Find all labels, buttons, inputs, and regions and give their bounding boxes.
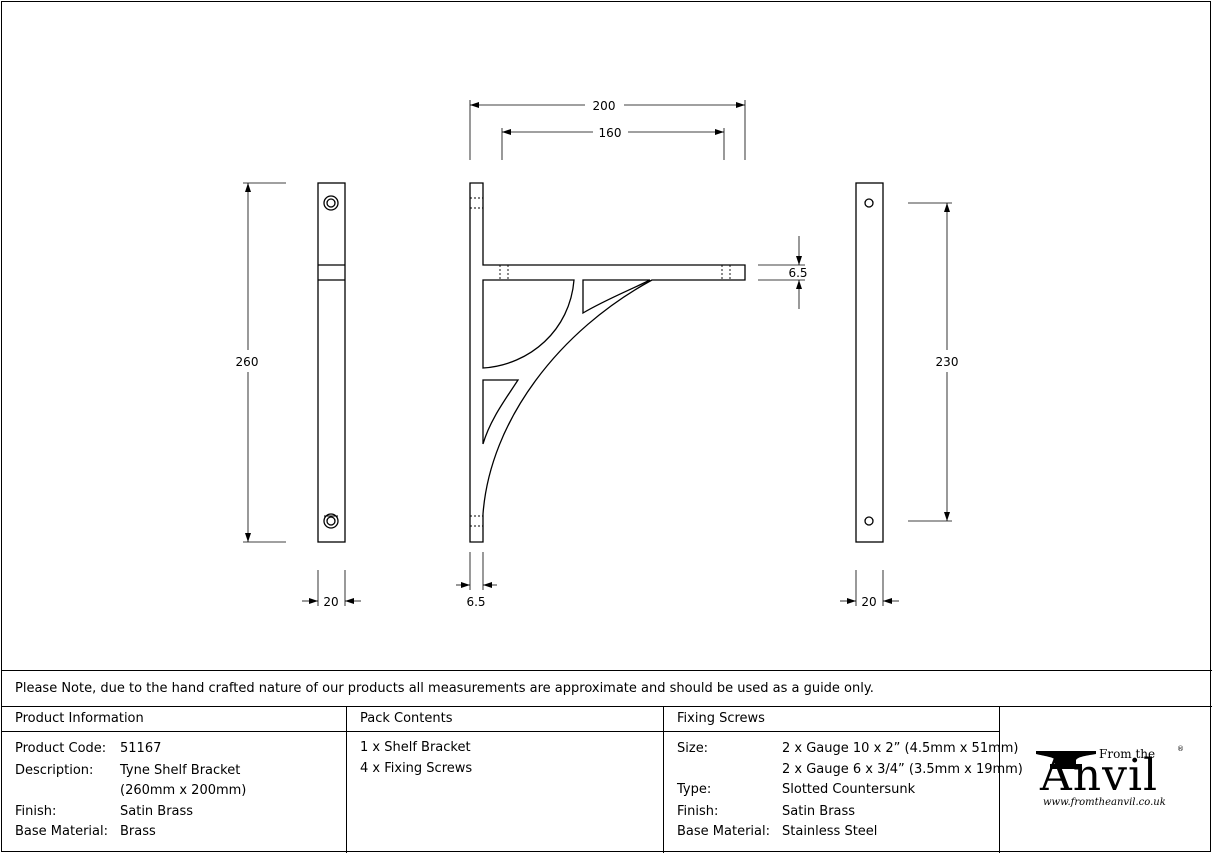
dim-thickness-arm: 6.5: [788, 266, 807, 280]
fixing-screws-header: Fixing Screws: [677, 711, 765, 726]
logo-from-text: From the: [1099, 747, 1156, 761]
back-view: [840, 182, 952, 606]
col-divider-3: [999, 706, 1000, 853]
finish-value: Satin Brass: [120, 804, 194, 819]
measurement-note: Please Note, due to the hand crafted nat…: [15, 681, 874, 696]
dim-width-left: 20: [323, 595, 338, 609]
description-label: Description:: [15, 763, 94, 778]
screw-size-label: Size:: [677, 741, 709, 756]
description-size: (260mm x 200mm): [120, 783, 247, 798]
dim-height-front: 260: [236, 355, 259, 369]
screw-finish-value: Satin Brass: [782, 804, 856, 819]
side-view: [456, 100, 805, 590]
screw-type-label: Type:: [677, 782, 712, 797]
logo-registered: ®: [1177, 745, 1184, 753]
product-code-label: Product Code:: [15, 741, 107, 756]
col-divider-2: [663, 706, 664, 853]
pack-contents-header: Pack Contents: [360, 711, 453, 726]
description-value: Tyne Shelf Bracket: [120, 763, 241, 778]
table-divider: [1, 706, 1212, 707]
header-divider: [1, 731, 1000, 732]
product-code-value: 51167: [120, 741, 162, 756]
dim-width-right: 20: [861, 595, 876, 609]
base-material-value: Brass: [120, 824, 156, 839]
screw-finish-label: Finish:: [677, 804, 719, 819]
front-view: [243, 182, 361, 606]
technical-drawing: 200 160 260 230 6.5 6.5 20 20: [236, 99, 959, 609]
pack-item: 1 x Shelf Bracket: [360, 740, 471, 755]
note-divider: [1, 670, 1212, 671]
screw-type-value: Slotted Countersunk: [782, 782, 916, 797]
dim-thickness-plate: 6.5: [466, 595, 485, 609]
screw-material-label: Base Material:: [677, 824, 770, 839]
dim-overall-width: 200: [593, 99, 616, 113]
logo-url: www.fromtheanvil.co.uk: [1043, 797, 1166, 808]
base-material-label: Base Material:: [15, 824, 108, 839]
logo-wordmark: Anvil: [1040, 750, 1159, 801]
screw-size-value: 2 x Gauge 10 x 2” (4.5mm x 51mm): [782, 741, 1019, 756]
dim-arm-length: 160: [599, 126, 622, 140]
screw-material-value: Stainless Steel: [782, 824, 878, 839]
dim-height-holes: 230: [936, 355, 959, 369]
screw-size-value-2: 2 x Gauge 6 x 3/4” (3.5mm x 19mm): [782, 762, 1023, 777]
finish-label: Finish:: [15, 804, 57, 819]
anvil-icon: [1036, 751, 1096, 769]
pack-item: 4 x Fixing Screws: [360, 761, 473, 776]
product-info-header: Product Information: [15, 711, 144, 726]
col-divider-1: [346, 706, 347, 853]
